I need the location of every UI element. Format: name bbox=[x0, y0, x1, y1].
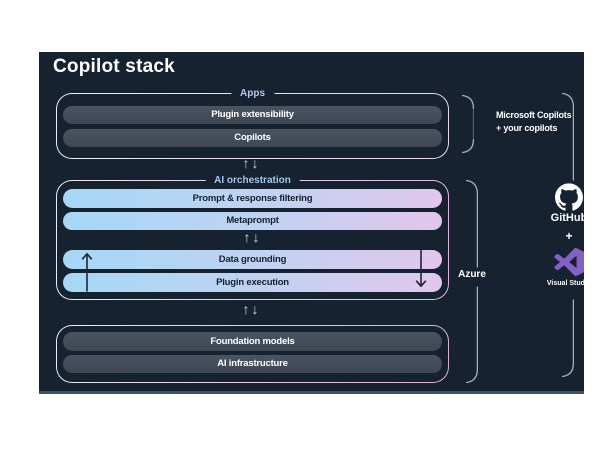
github-icon bbox=[555, 183, 583, 211]
page-title: Copilot stack bbox=[53, 56, 175, 77]
apps-box-label: Apps bbox=[231, 87, 274, 100]
bar-metaprompt: Metaprompt bbox=[63, 212, 442, 230]
apps-box: Apps Plugin extensibility Copilots bbox=[56, 87, 449, 159]
flow-up-arrow bbox=[81, 253, 93, 292]
partners-bracket bbox=[562, 93, 574, 377]
visual-studio-label: Visual Studio bbox=[546, 280, 584, 287]
copilot-stack-panel: Copilot stack Apps Plugin extensibility … bbox=[39, 52, 584, 394]
bar-ai-infrastructure: AI infrastructure bbox=[63, 355, 442, 373]
bar-data-grounding: Data grounding bbox=[63, 250, 442, 269]
microsoft-copilots-label-line2: + your copilots bbox=[496, 123, 558, 133]
microsoft-copilots-bracket bbox=[462, 95, 474, 153]
ai-orchestration-box-label: AI orchestration bbox=[205, 174, 300, 187]
flow-down-arrow bbox=[415, 248, 427, 287]
microsoft-copilots-label: Microsoft Copilots + your copilots bbox=[496, 109, 572, 135]
updown-arrow-orchestration-foundation: ↑↓ bbox=[242, 301, 261, 317]
bar-plugin-execution: Plugin execution bbox=[63, 273, 442, 292]
visual-studio-icon bbox=[554, 247, 584, 277]
bar-copilots: Copilots bbox=[63, 129, 442, 147]
microsoft-copilots-label-line1: Microsoft Copilots bbox=[496, 110, 572, 120]
updown-arrow-metaprompt-grounding: ↑↓ bbox=[243, 229, 262, 245]
plus-sign: + bbox=[565, 229, 573, 243]
azure-label: Azure bbox=[458, 269, 486, 280]
foundation-box: Foundation models AI infrastructure bbox=[56, 325, 449, 383]
bar-plugin-extensibility: Plugin extensibility bbox=[63, 106, 442, 124]
github-label: GitHub bbox=[550, 212, 584, 224]
updown-arrow-apps-orchestration: ↑↓ bbox=[242, 155, 261, 171]
ai-orchestration-box: AI orchestration Prompt & response filte… bbox=[56, 174, 449, 300]
azure-bracket bbox=[466, 180, 478, 383]
bar-foundation-models: Foundation models bbox=[63, 332, 442, 351]
bar-prompt-response-filtering: Prompt & response filtering bbox=[63, 189, 442, 208]
partners-column: GitHub + Visual Studio bbox=[541, 183, 584, 289]
